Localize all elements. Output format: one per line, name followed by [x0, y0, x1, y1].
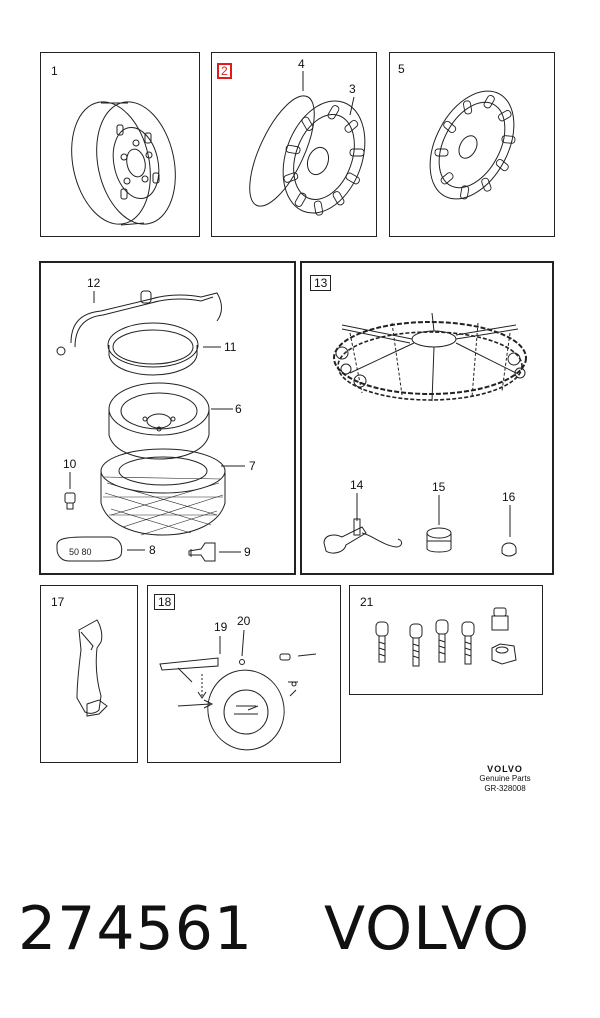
bracket-drawing — [76, 619, 108, 717]
callout-12: 12 — [87, 276, 101, 290]
callout-8: 8 — [149, 543, 156, 557]
callout-10: 10 — [63, 457, 77, 471]
panel-13-label: 13 — [310, 275, 332, 291]
part-number: 274561 — [18, 894, 254, 964]
hubcap-variant-drawing — [429, 90, 516, 200]
panel-1-steel-wheel: 1 — [40, 52, 200, 237]
hubcap-drawing — [249, 71, 366, 216]
snow-chains-drawing — [323, 312, 527, 557]
callout-16: 16 — [502, 490, 516, 504]
spare-marking-text: 50 80 — [69, 547, 92, 557]
bolt-1 — [375, 621, 389, 663]
brand-subtitle: Genuine Parts — [479, 774, 531, 783]
panel-21-label: 21 — [360, 595, 374, 609]
callout-9: 9 — [244, 545, 251, 559]
callout-3: 3 — [349, 82, 356, 96]
panel-1-label: 1 — [51, 64, 58, 78]
brand-reference: GR-328008 — [484, 784, 526, 793]
panel-2-hubcap: 2 4 3 — [211, 52, 377, 237]
bolts-drawing — [375, 607, 517, 667]
panel-2-label-highlighted: 2 — [217, 63, 232, 79]
callout-14: 14 — [350, 478, 364, 492]
center-cap-drawing — [159, 629, 317, 751]
part-make: VOLVO — [324, 894, 531, 964]
callout-6: 6 — [235, 402, 242, 416]
panel-21-bolts: 21 — [349, 585, 543, 695]
panel-5-label: 5 — [398, 62, 405, 76]
callout-19: 19 — [214, 620, 228, 634]
panel-spare-wheel-kit: 12 11 6 10 7 8 9 — [39, 261, 296, 575]
panel-17-bracket: 17 — [40, 585, 138, 763]
panel-18-label: 18 — [154, 594, 176, 610]
callout-4: 4 — [298, 57, 305, 71]
callout-20: 20 — [237, 614, 251, 628]
callout-11: 11 — [224, 340, 237, 354]
panel-13-snow-chains: 13 14 15 16 — [300, 261, 554, 575]
panel-5-hubcap: 5 — [389, 52, 555, 237]
callout-15: 15 — [432, 480, 446, 494]
callout-7: 7 — [249, 459, 256, 473]
spare-wheel-drawing: 50 80 — [56, 290, 245, 562]
brand-block: VOLVO Genuine Parts GR-328008 — [462, 764, 548, 794]
panel-18-center-cap: 18 19 20 — [147, 585, 341, 763]
panel-17-label: 17 — [51, 595, 65, 609]
steel-wheel-drawing — [71, 101, 176, 226]
brand-logo-text: VOLVO — [487, 764, 523, 774]
